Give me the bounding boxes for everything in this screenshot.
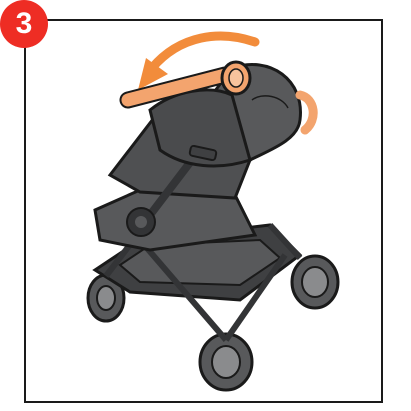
front-wheel bbox=[200, 334, 252, 390]
rear-wheel-right bbox=[292, 256, 338, 308]
step-number-badge: 3 bbox=[0, 0, 48, 48]
